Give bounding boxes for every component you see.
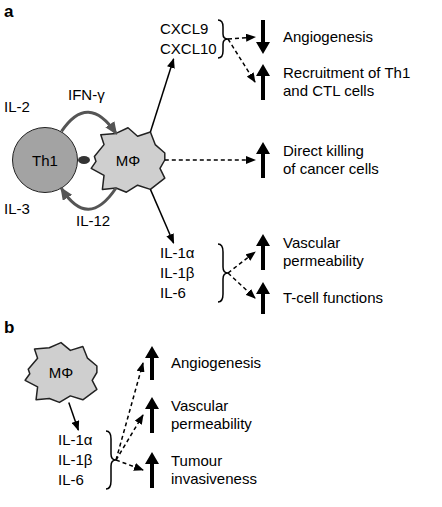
macrophage-shape: MΦ [88,125,168,195]
effect-text: Angiogenesis [283,28,405,46]
cytokine-name: IL-1α [58,430,116,450]
cytokine-name: IL-1α [160,243,228,263]
macrophage-shape: MΦ [22,340,100,405]
cytokine-name: IL-6 [58,470,116,490]
effect-text: Recruitment of Th1 and CTL cells [283,64,428,100]
effect-item: Angiogenesis [143,348,293,378]
effect-text: T-cell functions [283,289,415,307]
effect-arrow [228,39,255,82]
effect-item: Angiogenesis [255,22,405,52]
cell-label: Th1 [32,152,58,169]
effect-item: Recruitment of Th1 and CTL cells [255,62,428,102]
secretion-arrow [69,402,79,430]
increase-arrow [256,234,270,270]
edge-label: IL-12 [76,212,110,229]
group-bracket [106,431,116,489]
cytokine-name: CXCL9 [160,19,228,39]
effect-item: Tumour invasiveness [143,450,271,490]
effect-item: T-cell functions [255,283,415,313]
cell-circle: Th1 [12,127,78,193]
increase-arrow [145,346,159,380]
effect-item: Vascular permeability [255,232,383,272]
effect-arrow [116,363,143,460]
group-bracket [218,244,228,302]
effect-arrow [228,252,255,273]
macrophage-body [91,128,165,192]
effect-arrow [116,415,143,460]
panel-letter: a [4,2,13,22]
cytokine-name: IL-1β [58,450,116,470]
cytokine-name: CXCL10 [160,39,228,59]
cell-label: MΦ [49,364,73,381]
signal-arrow [62,112,117,133]
signal-arrow [62,188,117,209]
edge-label: IFN-γ [68,86,105,103]
increase-arrow [256,142,270,178]
effect-arrow [228,273,255,298]
increase-arrow [256,64,270,100]
cytokine-name: IL-6 [160,283,228,303]
increase-arrow [145,397,159,433]
secretion-arrow [150,59,173,132]
receptor-contact [78,156,90,164]
macrophage-body [25,343,97,403]
effect-item: Direct killing of cancer cells [255,140,380,180]
cytokine-label: IL-2 [4,98,30,115]
cytokine-group: IL-1αIL-1βIL-6 [160,243,228,303]
cytokine-group: IL-1αIL-1βIL-6 [58,430,116,490]
effect-arrow [165,159,255,161]
effect-arrow [116,460,143,470]
group-bracket [218,20,228,58]
effect-item: Vascular permeability [143,395,271,435]
effect-text: Tumour invasiveness [171,452,271,488]
increase-arrow [256,282,270,314]
cytokine-label: IL-3 [4,200,30,217]
cytokine-group: CXCL9CXCL10 [160,19,228,59]
effect-text: Vascular permeability [283,234,383,270]
decrease-arrow [256,20,270,54]
panel-letter: b [4,318,14,338]
effect-text: Vascular permeability [171,397,271,433]
cytokine-name: IL-1β [160,263,228,283]
effect-text: Angiogenesis [171,354,293,372]
increase-arrow [145,452,159,488]
cell-label: MΦ [116,152,140,169]
effect-arrow [228,37,255,39]
secretion-arrow [150,189,173,243]
effect-text: Direct killing of cancer cells [283,142,380,178]
